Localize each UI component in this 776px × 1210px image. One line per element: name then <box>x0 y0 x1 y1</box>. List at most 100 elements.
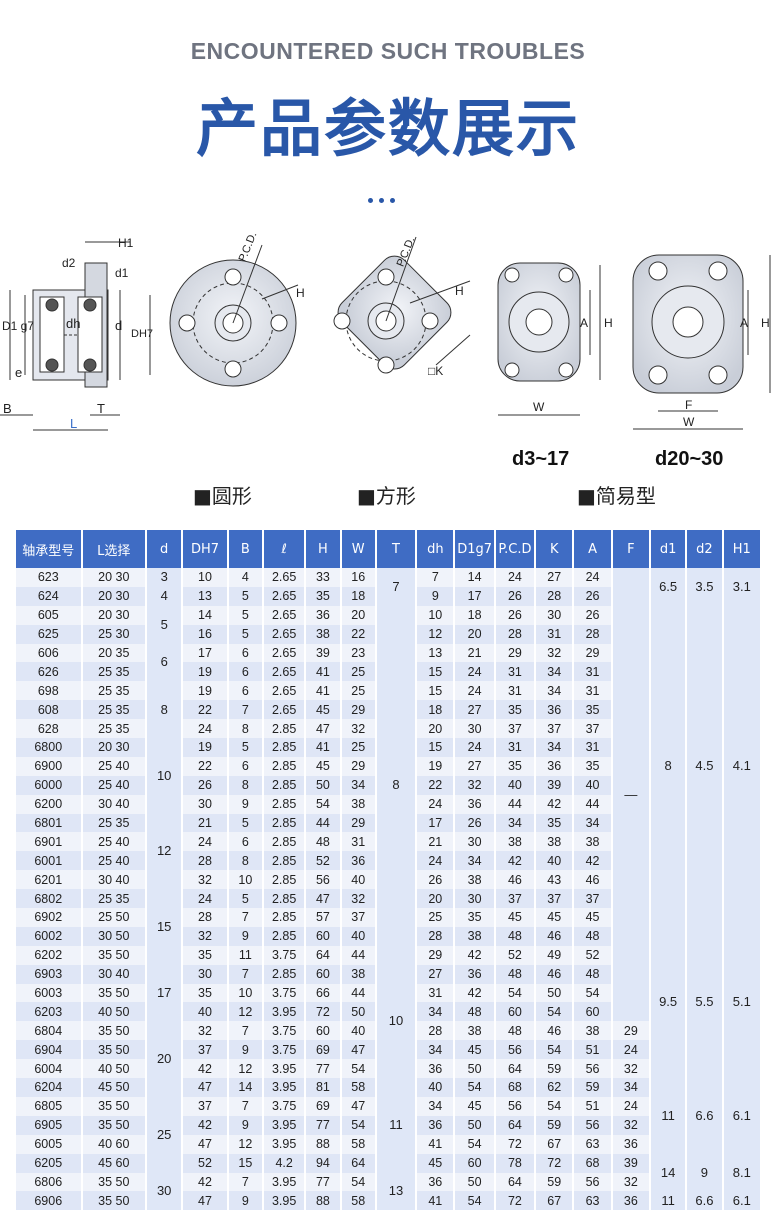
table-cell: 34 <box>417 1097 453 1116</box>
table-cell: 628 <box>16 719 81 738</box>
table-cell: 41 <box>306 681 339 700</box>
range-label-large: d20~30 <box>655 448 723 471</box>
table-cell: 13 <box>417 644 453 663</box>
dim-a-label-large: A <box>740 316 748 330</box>
table-cell: 5 <box>229 606 262 625</box>
table-cell: 34 <box>574 814 610 833</box>
table-cell: 9 <box>229 927 262 946</box>
table-cell: 72 <box>536 1154 572 1173</box>
table-cell: 52 <box>574 946 610 965</box>
table-cell: 45 <box>417 1154 453 1173</box>
table-cell: 41 <box>417 1191 453 1210</box>
table-cell: 40 60 <box>83 1135 146 1154</box>
table-cell: 60 <box>574 1002 610 1021</box>
table-cell: 48 <box>496 927 534 946</box>
table-cell: 35 <box>455 908 493 927</box>
table-cell: 38 <box>574 832 610 851</box>
table-cell: 3.95 <box>264 1116 304 1135</box>
table-cell: 45 <box>306 700 339 719</box>
table-cell: 41 <box>417 1135 453 1154</box>
table-cell: 625 <box>16 625 81 644</box>
table-cell: 44 <box>342 984 375 1003</box>
dim-pcd-label-square: P.C.D. <box>395 235 418 268</box>
table-cell: 32 <box>613 1173 649 1192</box>
table-cell: 14 <box>651 1154 685 1192</box>
table-cell: 58 <box>342 1078 375 1097</box>
table-cell: 40 <box>183 1002 226 1021</box>
dim-d2-label: d2 <box>62 256 76 270</box>
table-cell: 30 40 <box>83 795 146 814</box>
table-cell: 21 <box>183 814 226 833</box>
table-cell: 66 <box>306 984 339 1003</box>
table-cell: 24 <box>496 568 534 587</box>
table-cell: 47 <box>306 719 339 738</box>
table-cell: 81 <box>306 1078 339 1097</box>
table-cell: 62 <box>536 1078 572 1097</box>
table-cell: 26 <box>496 587 534 606</box>
table-cell: 40 <box>342 870 375 889</box>
table-cell: 63 <box>574 1135 610 1154</box>
table-cell: 59 <box>574 1078 610 1097</box>
table-cell: 32 <box>183 870 226 889</box>
table-cell: 28 <box>496 625 534 644</box>
table-cell: 6802 <box>16 889 81 908</box>
table-cell: 46 <box>574 870 610 889</box>
table-cell: 30 <box>147 1173 181 1210</box>
table-cell: 30 <box>536 606 572 625</box>
simple-small-drawing <box>498 263 600 415</box>
table-cell: 26 <box>183 776 226 795</box>
table-cell: 34 <box>536 662 572 681</box>
table-cell: 9 <box>229 1191 262 1210</box>
table-cell: 12 <box>229 1002 262 1021</box>
table-cell: 6.5 <box>651 568 685 606</box>
table-cell: 35 50 <box>83 1097 146 1116</box>
table-cell: 45 60 <box>83 1154 146 1173</box>
table-cell: 37 <box>183 1097 226 1116</box>
table-cell: 45 <box>455 1040 493 1059</box>
dim-h-label-round: H <box>296 286 305 300</box>
table-cell: 5.1 <box>724 927 760 1078</box>
table-cell: 15 <box>229 1154 262 1173</box>
dim-e-label: e <box>15 365 22 380</box>
table-cell: 72 <box>306 1002 339 1021</box>
column-header: d <box>147 530 181 568</box>
dim-h1-label: H1 <box>118 236 134 250</box>
table-cell: 7 <box>229 965 262 984</box>
table-cell: 624 <box>16 587 81 606</box>
table-cell: 19 <box>417 757 453 776</box>
table-cell: 40 <box>496 776 534 795</box>
table-cell: 6001 <box>16 851 81 870</box>
table-cell: 2.85 <box>264 814 304 833</box>
table-cell: 10 <box>417 606 453 625</box>
table-cell: 45 50 <box>83 1078 146 1097</box>
dim-f-label: F <box>685 398 692 412</box>
table-cell: 4 <box>147 587 181 606</box>
table-cell: 54 <box>536 1002 572 1021</box>
table-cell: 2.65 <box>264 662 304 681</box>
table-cell: 52 <box>306 851 339 870</box>
table-cell: 605 <box>16 606 81 625</box>
table-cell: 56 <box>574 1059 610 1078</box>
table-cell: 6 <box>229 757 262 776</box>
table-cell: 14 <box>229 1078 262 1097</box>
table-cell: 4.2 <box>264 1154 304 1173</box>
table-cell: 41 <box>306 662 339 681</box>
table-cell: 54 <box>342 1116 375 1135</box>
table-cell: 8.1 <box>724 1154 760 1192</box>
table-cell: 9 <box>417 587 453 606</box>
table-cell: 64 <box>306 946 339 965</box>
table-cell: 40 <box>574 776 610 795</box>
table-cell: 3.75 <box>264 1021 304 1040</box>
table-cell: 25 35 <box>83 700 146 719</box>
column-header: d2 <box>687 530 721 568</box>
table-cell: 46 <box>536 1021 572 1040</box>
table-cell: 29 <box>613 1021 649 1040</box>
table-cell: 30 50 <box>83 927 146 946</box>
table-cell: 15 <box>147 889 181 965</box>
table-cell: 64 <box>496 1173 534 1192</box>
table-cell: 6202 <box>16 946 81 965</box>
table-cell: 3.75 <box>264 1097 304 1116</box>
table-cell: 20 30 <box>83 587 146 606</box>
dim-pcd-label-round: P.C.D. <box>237 230 260 263</box>
